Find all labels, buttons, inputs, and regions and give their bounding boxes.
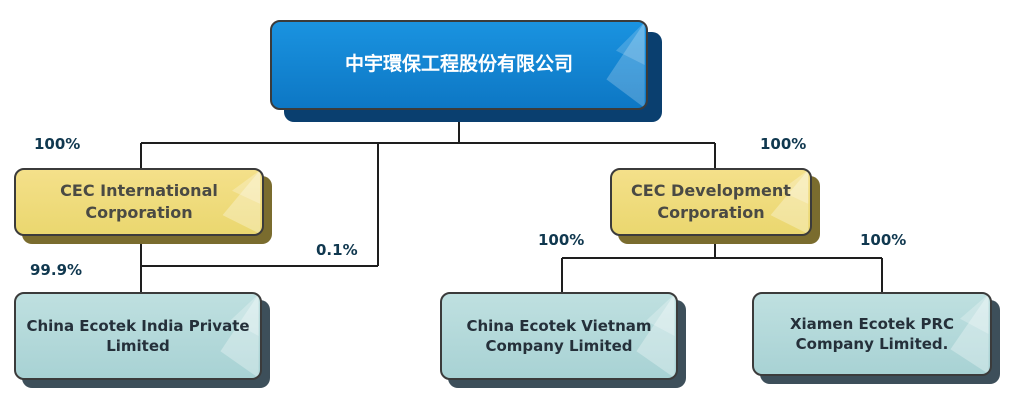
vietnam-label-line1: China Ecotek Vietnam <box>466 316 652 335</box>
vietnam-label-line2: Company Limited <box>485 337 633 355</box>
cec-development-label-line1: CEC Development <box>631 181 791 201</box>
xiamen-label-line1: Xiamen Ecotek PRC <box>789 314 955 333</box>
china-ecotek-india-node: China Ecotek India Private Limited <box>14 292 262 380</box>
pct-india-from-root: 0.1% <box>316 241 358 259</box>
pct-cec-development: 100% <box>760 135 807 153</box>
india-label-line2: Limited <box>106 337 170 355</box>
pct-india-from-cec-international: 99.9% <box>30 261 83 279</box>
root-node-label: 中宇環保工程股份有限公司 <box>344 53 573 76</box>
cec-international-node: CEC International Corporation <box>14 168 264 236</box>
china-ecotek-vietnam-node: China Ecotek Vietnam Company Limited <box>440 292 678 380</box>
cec-development-label-line2: Corporation <box>657 203 765 222</box>
xiamen-label-line2: Company Limited. <box>795 335 949 353</box>
cec-international-label-line1: CEC International <box>60 181 218 201</box>
cec-international-label-line2: Corporation <box>85 203 193 222</box>
pct-cec-international: 100% <box>34 135 81 153</box>
cec-development-node: CEC Development Corporation <box>610 168 812 236</box>
pct-xiamen: 100% <box>860 231 907 249</box>
decorative-facet <box>606 22 645 108</box>
xiamen-ecotek-node: Xiamen Ecotek PRC Company Limited. <box>752 292 992 376</box>
india-label-line1: China Ecotek India Private <box>26 316 250 335</box>
root-node: 中宇環保工程股份有限公司 <box>270 20 648 110</box>
pct-vietnam: 100% <box>538 231 585 249</box>
